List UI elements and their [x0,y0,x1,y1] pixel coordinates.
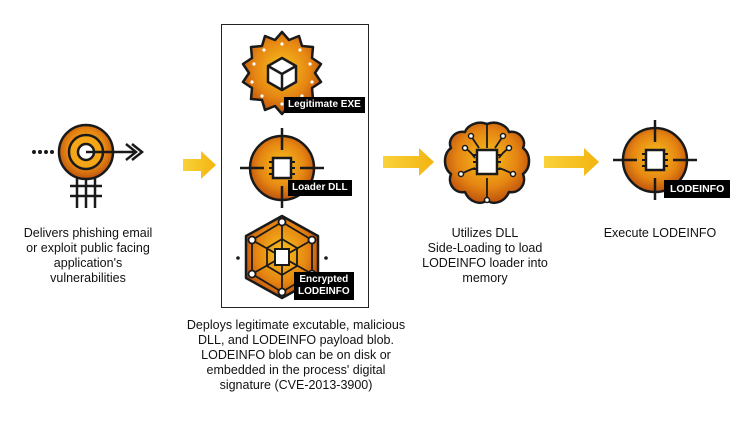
legitimate-exe-label: Legitimate EXE [284,97,365,113]
step1-caption: Delivers phishing email or exploit publi… [23,226,153,285]
target-arrow-icon [32,123,145,208]
step3-caption: Utilizes DLL Side-Loading to load LODEIN… [422,226,548,285]
step2-caption: Deploys legitimate excutable, malicious … [186,318,406,392]
brain-chip-icon [443,121,531,204]
flow-arrow-1 [183,151,216,179]
gear-box-icon [241,30,323,116]
flow-arrow-2 [383,148,434,176]
deploy-components-box [221,24,369,308]
lodeinfo-label: LODEINFO [664,180,731,198]
execute-crosshair-chip-icon [613,120,697,200]
loader-dll-label: Loader DLL [288,180,352,196]
crosshair-chip-icon [240,128,324,208]
encrypted-lodeinfo-label: Encrypted LODEINFO [294,272,354,300]
step4-caption: Execute LODEINFO [603,226,717,240]
flow-arrow-3 [544,148,599,176]
